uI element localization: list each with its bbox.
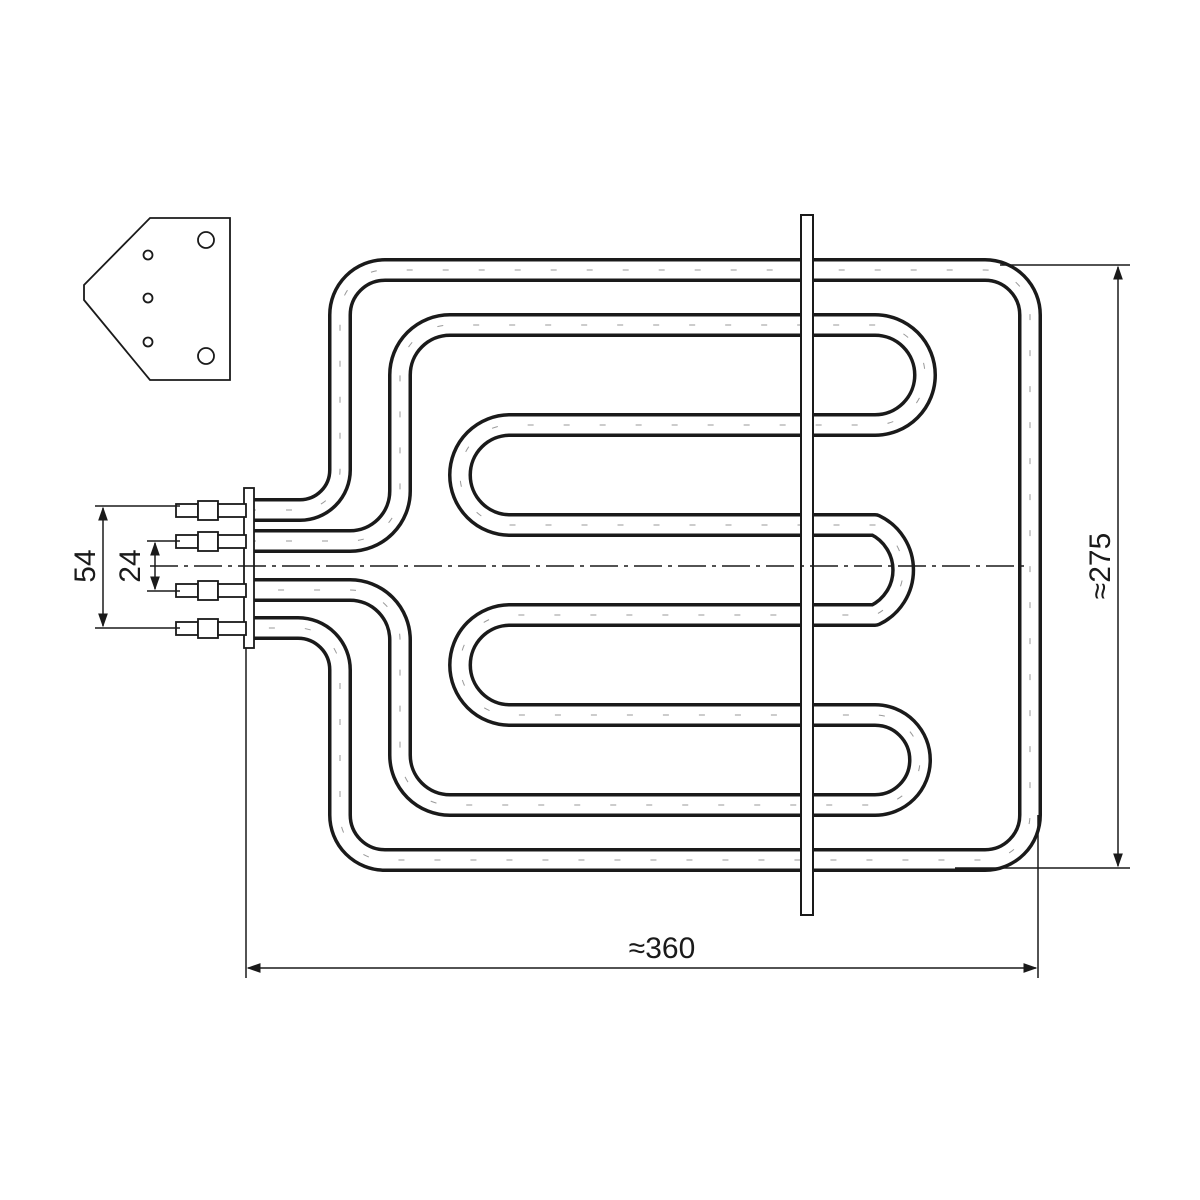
flange-mounting-hole-bottom <box>197 347 215 365</box>
heating-tube <box>250 258 1042 872</box>
terminal-pin-3 <box>175 580 247 601</box>
terminal-pin-2 <box>175 531 247 552</box>
width-dimension-label: ≈360 <box>629 932 696 965</box>
flange-mounting-hole-top <box>197 231 215 249</box>
flange-terminal-hole-2 <box>142 292 154 304</box>
terminal-plate <box>243 487 255 649</box>
flange-terminal-hole-1 <box>142 249 154 261</box>
terminal-pin-1 <box>175 500 247 521</box>
terminal-block <box>175 487 255 649</box>
flange-terminal-hole-3 <box>142 336 154 348</box>
terminal-pin-4 <box>175 618 247 639</box>
flange-outline <box>83 217 231 381</box>
mounting-flange-detail <box>83 217 231 381</box>
support-bar <box>800 214 814 916</box>
outer-pitch-dimension-label: 54 <box>69 549 102 582</box>
inner-pitch-dimension-label: 24 <box>114 549 147 582</box>
dimension-lines <box>95 264 1130 978</box>
height-dimension-label: ≈275 <box>1084 533 1117 600</box>
